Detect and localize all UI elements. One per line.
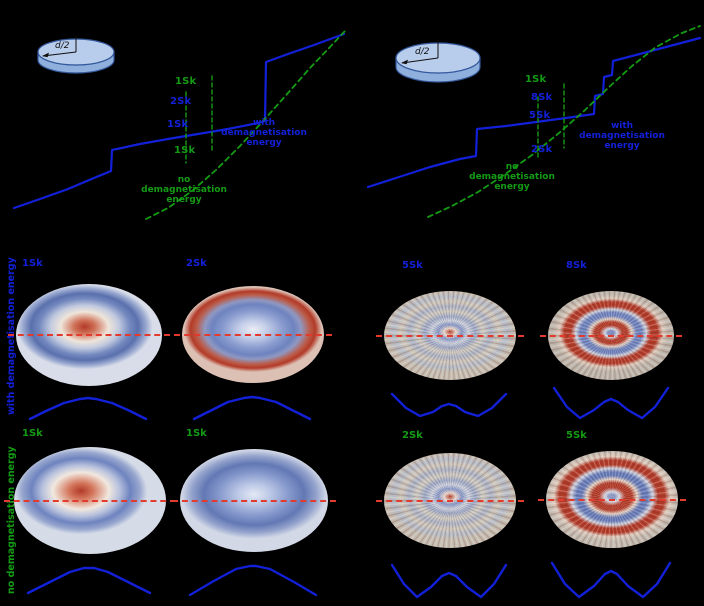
annotation-line: no	[177, 175, 191, 185]
curve-with-demagnetisation-energy	[12, 32, 346, 210]
profile-cut-line	[540, 335, 682, 337]
radius-arrowhead	[42, 52, 49, 58]
radius-arrow	[42, 51, 77, 57]
side-label-no-demag: no demagnetisation energy	[6, 446, 17, 594]
hysteresis-panel-a	[12, 30, 346, 220]
annotation-line: demagnetisation	[469, 171, 555, 182]
mz-profile-with-demag-1sk	[28, 396, 148, 421]
annotation-no-demag-a: no demagnetisation energy	[132, 175, 236, 206]
mz-profile-no-demag-1sk	[26, 566, 152, 595]
annotation-line: with	[252, 118, 276, 128]
disk-label: 2Sk	[186, 258, 207, 269]
mz-profile-no-demag-2sk	[390, 563, 508, 599]
annotation-line: with	[610, 121, 634, 131]
disk-schematic-a: d/2	[37, 36, 115, 74]
annotation-line: energy	[166, 194, 202, 205]
radius-arrow	[401, 57, 439, 64]
profile-cut-line	[538, 499, 686, 501]
disk-label: 5Sk	[566, 430, 587, 441]
annotation-with-demag-b: with demagnetisation energy	[566, 121, 678, 152]
annotation-line: no	[505, 162, 519, 172]
curve-Mz-line-profile	[390, 392, 508, 418]
profile-cut-line	[376, 500, 524, 502]
curve-Mz-line-profile	[26, 566, 152, 595]
profile-cut-line	[376, 335, 524, 337]
curve-Mz-line-profile	[192, 395, 312, 421]
annotation-line: demagnetisation	[221, 127, 307, 138]
hysteresis-panel-b	[366, 25, 702, 218]
annotation-no-demag-b: no demagnetisation energy	[460, 162, 564, 193]
curve-no-demagnetisation-energy	[145, 30, 346, 220]
curve-Mz-line-profile	[552, 386, 670, 420]
disk-label: 1Sk	[186, 428, 207, 439]
disk-label: 1Sk	[22, 428, 43, 439]
annotation-with-demag-a: with demagnetisation energy	[208, 118, 320, 149]
curve-Mz-line-profile	[550, 561, 672, 599]
mz-profile-with-demag-8sk	[552, 386, 670, 420]
profile-cut-line	[174, 334, 332, 336]
curve-no-demagnetisation-energy	[427, 25, 701, 218]
annotation-line: energy	[246, 137, 282, 148]
radius-label: d/2	[55, 41, 70, 51]
annotation-line: energy	[604, 140, 640, 151]
profile-cut-line	[172, 500, 336, 502]
disk-label: 2Sk	[402, 430, 423, 441]
curve-with-demagnetisation-energy	[366, 36, 702, 189]
disk-label: 8Sk	[566, 260, 587, 271]
mz-profile-with-demag-2sk	[192, 395, 312, 421]
radius-label: d/2	[415, 47, 430, 57]
disk-label: 5Sk	[402, 260, 423, 271]
profile-cut-line	[8, 334, 170, 336]
annotation-line: energy	[494, 181, 530, 192]
annotation-line: demagnetisation	[141, 184, 227, 195]
curve-Mz-line-profile	[390, 563, 508, 599]
profile-cut-line	[4, 500, 176, 502]
mz-profile-no-demag-5sk	[550, 561, 672, 599]
curve-Mz-line-profile	[28, 396, 148, 421]
radius-arrowhead	[401, 59, 408, 65]
disk-schematic-b: d/2	[395, 40, 481, 83]
disk-label: 1Sk	[22, 258, 43, 269]
annotation-line: demagnetisation	[579, 130, 665, 141]
curve-Mz-line-profile	[188, 564, 318, 597]
mz-profile-with-demag-5sk	[390, 392, 508, 418]
mz-profile-no-demag-1sk-b	[188, 564, 318, 597]
